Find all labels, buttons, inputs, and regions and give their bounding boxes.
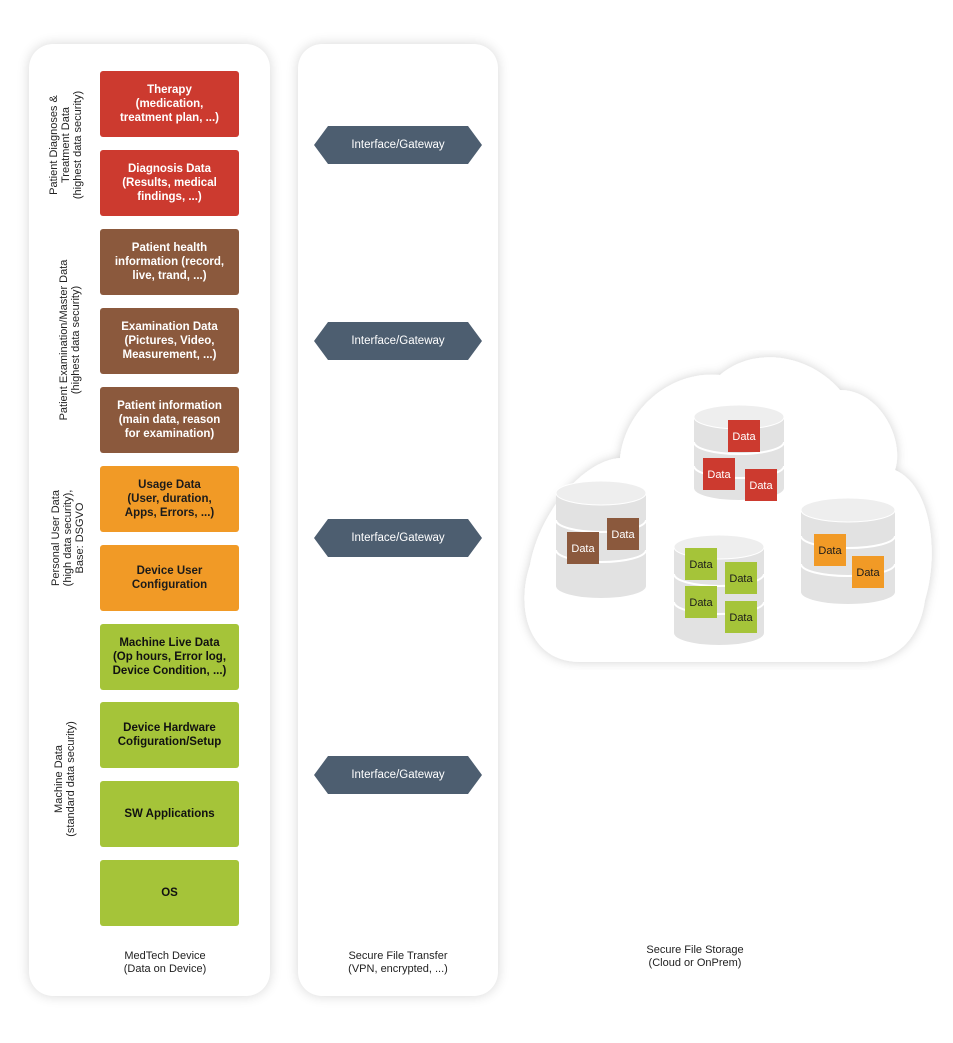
caption-secure-file-transfer: Secure File Transfer (VPN, encrypted, ..… <box>348 950 448 975</box>
block-diagnosis-data: Diagnosis Data (Results, medical finding… <box>100 150 239 216</box>
block-sw-applications: SW Applications <box>100 781 239 847</box>
data-tag: Data <box>611 529 635 541</box>
database-green: Data Data Data Data <box>673 534 765 645</box>
database-red: Data Data Data <box>693 404 785 501</box>
group-label-machine-data: Machine Data (standard data security) <box>53 721 77 837</box>
cloud-storage: Data Data Data Data Data Data Data Data … <box>524 357 932 662</box>
group-label-patient-examination: Patient Examination/Master Data (highest… <box>58 259 82 421</box>
database-brown: Data Data <box>555 480 647 598</box>
block-examination-data: Examination Data (Pictures, Video, Measu… <box>100 308 239 374</box>
data-tag: Data <box>729 612 753 624</box>
block-os: OS <box>100 860 239 926</box>
data-tag: Data <box>749 480 773 492</box>
group-label-personal-user: Personal User Data (high data security),… <box>50 489 86 587</box>
interface-gateway-4: Interface/Gateway <box>314 756 482 794</box>
data-tag: Data <box>689 597 713 609</box>
data-tag: Data <box>571 543 595 555</box>
data-tag: Data <box>729 573 753 585</box>
block-device-hardware-configuration: Device Hardware Cofiguration/Setup <box>100 702 239 768</box>
block-device-user-configuration: Device User Configuration <box>100 545 239 611</box>
interface-gateway-1: Interface/Gateway <box>314 126 482 164</box>
block-usage-data: Usage Data (User, duration, Apps, Errors… <box>100 466 239 532</box>
caption-medtech-device: MedTech Device (Data on Device) <box>123 950 207 975</box>
interface-gateway-3: Interface/Gateway <box>314 519 482 557</box>
data-tag: Data <box>856 567 880 579</box>
caption-secure-file-storage: Secure File Storage (Cloud or OnPrem) <box>646 944 744 969</box>
block-patient-information: Patient information (main data, reason f… <box>100 387 239 453</box>
interface-gateway-2: Interface/Gateway <box>314 322 482 360</box>
data-tag: Data <box>689 559 713 571</box>
data-tag: Data <box>732 431 756 443</box>
block-therapy: Therapy (medication, treatment plan, ...… <box>100 71 239 137</box>
data-tag: Data <box>818 545 842 557</box>
data-tag: Data <box>707 469 731 481</box>
block-machine-live-data: Machine Live Data (Op hours, Error log, … <box>100 624 239 690</box>
group-label-patient-diagnoses: Patient Diagnoses & Treatment Data (high… <box>48 90 84 200</box>
block-patient-health-information: Patient health information (record, live… <box>100 229 239 295</box>
database-orange: Data Data <box>800 497 896 604</box>
